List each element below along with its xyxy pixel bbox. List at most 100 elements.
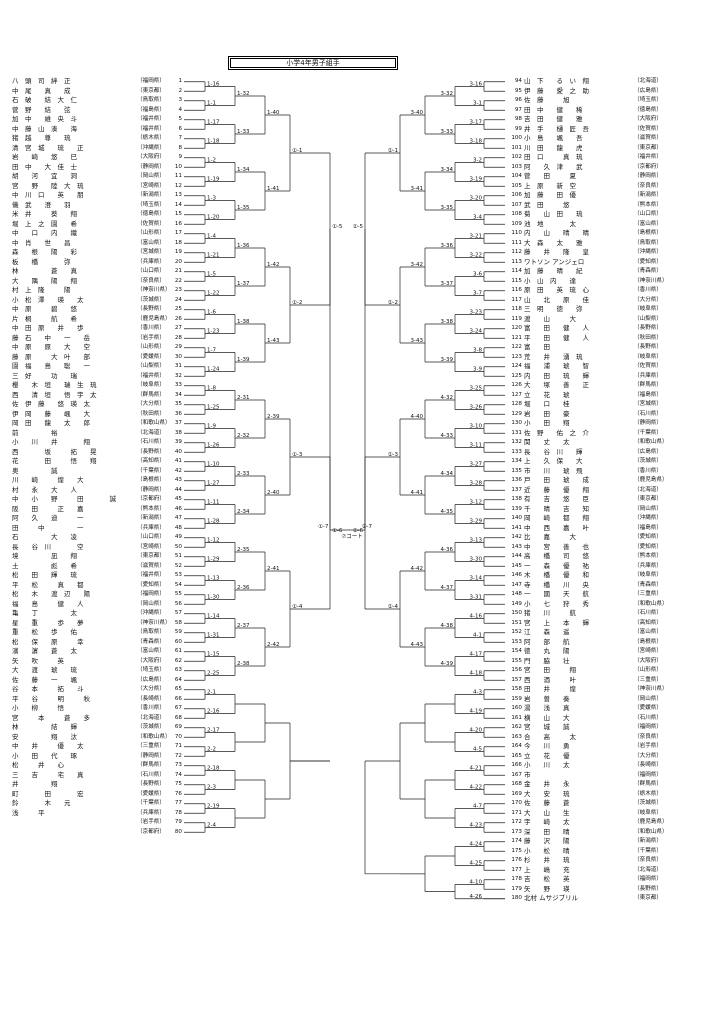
competitor-name: 門 脇 壮 <box>524 656 570 665</box>
seed-number: 132 <box>511 439 522 445</box>
competitor-name: 村 上 隆 陽 <box>12 286 71 294</box>
prefecture: （大阪府） <box>137 154 165 160</box>
seed-number: 138 <box>511 496 522 502</box>
match-label: 1-10 <box>207 462 220 468</box>
match-label: 3-42 <box>411 262 423 268</box>
prefecture: （兵庫県） <box>634 372 662 379</box>
match-label: 4-32 <box>441 395 453 401</box>
seed-number: 40 <box>174 448 182 455</box>
seed-number: 12 <box>174 182 182 189</box>
competitor-name: 胡 河 宜 洞 <box>12 172 77 180</box>
competitor-name: 上 原 新 空 <box>524 181 576 190</box>
seed-number: 135 <box>511 467 522 474</box>
prefecture: （宮崎県） <box>137 543 165 550</box>
match-label: 2-33 <box>237 471 250 477</box>
prefecture: （福島県） <box>137 106 165 113</box>
prefecture: （山梨県） <box>634 315 662 322</box>
competitor-name: 宮 野 陸 大 琉 <box>12 181 84 190</box>
competitor-name: 中 原 原 大 空 <box>12 343 90 351</box>
prefecture: （千葉県） <box>634 429 662 436</box>
match-label: 1-3 <box>207 196 216 202</box>
seed-number: 18 <box>174 239 182 246</box>
seed-number: 180 <box>511 895 522 901</box>
prefecture: （岡山県） <box>137 600 165 607</box>
match-label: 3-33 <box>441 129 454 135</box>
competitor-name: 徳 丸 陽 <box>524 647 570 655</box>
seed-number: 25 <box>174 306 182 312</box>
competitor-name: 土 彪 希 <box>12 561 77 570</box>
match-label: 1-6 <box>207 310 216 316</box>
seed-number: 47 <box>174 515 182 521</box>
seed-number: 48 <box>174 524 182 531</box>
competitor-name: 中 川 口 英 朋 <box>12 191 84 199</box>
prefecture: （富山県） <box>137 239 165 246</box>
match-label: 1-20 <box>207 215 220 221</box>
seed-number: 23 <box>174 287 182 293</box>
prefecture: （長野県） <box>634 344 662 350</box>
seed-number: 5 <box>178 116 182 122</box>
match-label: 1-18 <box>207 139 220 145</box>
seed-number: 49 <box>174 534 182 540</box>
match-label: 4-7 <box>473 804 482 810</box>
seed-number: 115 <box>511 277 522 284</box>
competitor-name: 高 橋 司 悠 <box>524 552 589 560</box>
competitor-name: 小 田 代 琢 <box>12 751 77 760</box>
competitor-name: 山 北 原 佳 <box>524 295 589 304</box>
seed-number: 70 <box>174 733 182 740</box>
seed-number: 80 <box>174 828 182 835</box>
competitor-name: 板 橋 弥 <box>12 257 71 266</box>
seed-number: 39 <box>174 439 182 445</box>
match-label: 4-43 <box>411 642 424 648</box>
competitor-name: 関 丈 太 <box>524 438 570 446</box>
match-label: 3-25 <box>470 386 483 392</box>
match-label: 4-10 <box>470 880 483 886</box>
competitor-name: 清 宮 城 琉 正 <box>12 143 84 152</box>
competitor-name: 中 小 野 田 誠 <box>12 495 116 503</box>
prefecture: （大分県） <box>634 296 662 303</box>
match-label: 4-33 <box>441 433 454 439</box>
competitor-name: 平 田 健 人 <box>524 333 589 342</box>
prefecture: （福岡県） <box>634 771 662 778</box>
seed-number: 95 <box>514 87 522 94</box>
seed-number: 178 <box>511 876 522 882</box>
match-label: ①-6 <box>332 528 343 534</box>
competitor-name: 伊 藤 愛 之 助 <box>524 86 589 95</box>
competitor-name: 猪 川 航 <box>524 609 576 617</box>
seed-number: 129 <box>511 410 522 417</box>
prefecture: （新潟県） <box>634 838 662 844</box>
seed-number: 72 <box>174 752 182 759</box>
prefecture: （長崎県） <box>137 695 165 702</box>
match-label: 1-33 <box>237 129 250 135</box>
prefecture: （愛知県） <box>137 581 165 588</box>
match-label: 3-28 <box>470 481 483 487</box>
seed-number: 17 <box>174 230 182 236</box>
prefecture: （京都府） <box>137 496 165 502</box>
prefecture: （佐賀県） <box>634 125 662 132</box>
match-label: 3-10 <box>470 424 483 430</box>
match-label: 4-5 <box>473 747 482 753</box>
competitor-name: 田 中 健 稀 <box>524 105 583 114</box>
match-label: 1-4 <box>207 234 216 240</box>
prefecture: （石川県） <box>634 610 662 616</box>
seed-number: 78 <box>174 809 182 816</box>
prefecture: （福島県） <box>634 524 662 531</box>
final-label-left: ①-7 <box>318 524 329 530</box>
competitor-name: 谷 本 拓 斗 <box>12 685 84 693</box>
prefecture: （熊本県） <box>634 201 662 208</box>
prefecture: （奈良県） <box>634 182 662 189</box>
prefecture: （千葉県） <box>634 847 662 854</box>
competitor-name: 山 下 る い 翔 <box>524 77 589 85</box>
match-label: 2-18 <box>207 766 220 772</box>
match-label: 3-12 <box>470 500 482 506</box>
competitor-name: 三 好 功 瑞 <box>12 371 77 380</box>
competitor-name: 浅 平 <box>12 808 45 817</box>
prefecture: （宮崎県） <box>634 648 662 654</box>
match-label: 2-2 <box>207 747 216 753</box>
match-label: 4-37 <box>441 585 454 591</box>
seed-number: 172 <box>511 819 522 825</box>
prefecture: （大阪府） <box>137 657 165 664</box>
competitor-name: 中 口 内 織 <box>12 229 77 237</box>
prefecture: （石川県） <box>137 771 165 778</box>
competitor-name: 重 松 歩 佑 <box>12 628 77 636</box>
prefecture: （富山県） <box>634 629 662 635</box>
